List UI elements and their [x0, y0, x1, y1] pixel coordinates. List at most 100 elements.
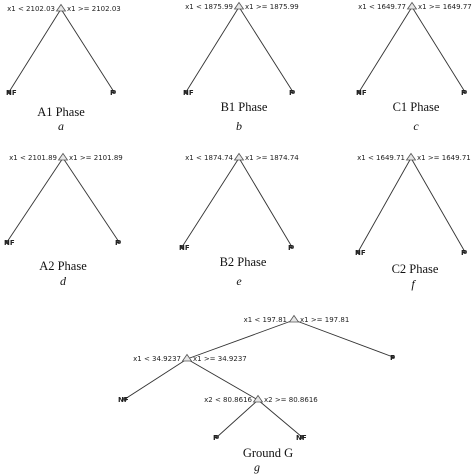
panel-caption: A2 Phase: [39, 259, 87, 273]
leaf-label-left: NF: [183, 89, 194, 97]
leaf-label-right: F: [288, 244, 293, 252]
tree-edge: [358, 6, 413, 93]
split-node-marker: [233, 152, 245, 161]
tree-edge: [8, 8, 62, 93]
split-node-marker: [406, 1, 418, 10]
leaf-label-left: NF: [356, 89, 367, 97]
tree-edge: [216, 399, 259, 438]
leaf-node-marker: [291, 90, 295, 94]
split-label-left: x1 < 2102.03: [7, 5, 55, 13]
panel-c: x1 < 1649.77 x1 >= 1649.77 NF F C1 Phase…: [356, 1, 472, 133]
split-node-marker: [288, 314, 300, 323]
split-label-right: x1 >= 1649.77: [418, 3, 472, 11]
tree-edge: [186, 358, 259, 401]
split-label-left: x1 < 1875.99: [185, 3, 233, 11]
leaf-label-root-right: F: [390, 354, 395, 362]
panel-letter: f: [411, 277, 416, 291]
tree-edge: [293, 319, 394, 358]
tree-edge: [186, 319, 295, 360]
leaf-node-marker: [356, 250, 360, 254]
leaf-label-left: NF: [179, 244, 190, 252]
leaf-label-bottom-left: F: [213, 434, 218, 442]
split-label-left: x1 < 1649.71: [357, 154, 405, 162]
split-node-marker: [405, 152, 417, 161]
panel-letter: e: [236, 274, 242, 288]
tree-edge: [410, 157, 466, 253]
leaf-node-marker: [463, 90, 467, 94]
panel-a: x1 < 2102.03 x1 >= 2102.03 NF F A1 Phase…: [6, 3, 121, 133]
split-label-left: x1 < 2101.89: [9, 154, 57, 162]
split-label-right: x1 >= 2102.03: [67, 5, 121, 13]
leaf-node-marker: [117, 240, 121, 244]
panel-caption: B1 Phase: [221, 100, 268, 114]
leaf-node-marker: [290, 245, 294, 249]
tree-edge: [185, 6, 240, 93]
leaf-label-middle-left: NF: [118, 396, 129, 404]
split-node-marker: [181, 353, 193, 362]
leaf-node-marker: [463, 250, 467, 254]
leaf-node-marker: [184, 90, 188, 94]
leaf-node-marker: [215, 435, 219, 439]
leaf-label-right: F: [110, 89, 115, 97]
tree-edge: [62, 157, 120, 243]
leaf-node-marker: [180, 245, 184, 249]
panel-letter: c: [413, 119, 419, 133]
split-node-marker: [55, 3, 67, 12]
split-label-right: x2 >= 80.8616: [264, 396, 318, 404]
panel-letter: a: [58, 119, 64, 133]
panel-caption: B2 Phase: [220, 255, 267, 269]
split-label-right: x1 >= 197.81: [300, 316, 349, 324]
tree-edge: [357, 157, 412, 253]
panel-letter: b: [236, 119, 242, 133]
panel-caption: A1 Phase: [37, 105, 85, 119]
leaf-label-right: F: [115, 239, 120, 247]
tree-edge: [238, 6, 294, 93]
split-node-marker: [233, 1, 245, 10]
split-label-left: x1 < 34.9237: [133, 355, 181, 363]
leaf-node-marker: [7, 90, 11, 94]
split-label-right: x1 >= 1874.74: [245, 154, 299, 162]
panel-caption: C2 Phase: [392, 262, 439, 276]
panel-g: x1 < 197.81 x1 >= 197.81 x1 < 34.9237 x1…: [118, 314, 395, 474]
leaf-label-right: F: [461, 89, 466, 97]
tree-edge: [60, 8, 115, 93]
split-label-left: x1 < 1649.77: [358, 3, 406, 11]
leaf-label-right: F: [461, 249, 466, 257]
leaf-label-bottom-right: NF: [296, 434, 307, 442]
tree-edge: [124, 358, 188, 400]
leaf-label-left: NF: [6, 89, 17, 97]
panel-letter: d: [60, 274, 67, 288]
leaf-node-marker: [123, 397, 127, 401]
split-label-left: x1 < 1874.74: [185, 154, 233, 162]
tree-edge: [238, 157, 293, 248]
leaf-node-marker: [357, 90, 361, 94]
panel-f: x1 < 1649.71 x1 >= 1649.71 NF F C2 Phase…: [355, 152, 471, 291]
split-label-right: x1 >= 1649.71: [417, 154, 471, 162]
panel-caption: Ground G: [243, 446, 293, 460]
split-node-marker: [252, 394, 264, 403]
leaf-label-left: NF: [4, 239, 15, 247]
panel-e: x1 < 1874.74 x1 >= 1874.74 NF F B2 Phase…: [179, 152, 299, 288]
panel-letter: g: [254, 460, 260, 474]
split-label-left: x2 < 80.8616: [204, 396, 252, 404]
leaf-node-marker: [112, 90, 116, 94]
leaf-label-right: F: [289, 89, 294, 97]
tree-edge: [6, 157, 64, 243]
split-label-left: x1 < 197.81: [244, 316, 287, 324]
panel-b: x1 < 1875.99 x1 >= 1875.99 NF F B1 Phase…: [183, 1, 299, 133]
tree-edge: [181, 157, 240, 248]
tree-edge: [411, 6, 466, 93]
leaf-node-marker: [5, 240, 9, 244]
split-label-right: x1 >= 1875.99: [245, 3, 299, 11]
leaf-node-marker: [300, 435, 304, 439]
split-node-marker: [57, 152, 69, 161]
split-label-right: x1 >= 34.9237: [193, 355, 247, 363]
split-label-right: x1 >= 2101.89: [69, 154, 123, 162]
panel-caption: C1 Phase: [393, 100, 440, 114]
panel-d: x1 < 2101.89 x1 >= 2101.89 NF F A2 Phase…: [4, 152, 123, 288]
leaf-node-marker: [391, 355, 395, 359]
tree-edge: [257, 399, 303, 438]
leaf-label-left: NF: [355, 249, 366, 257]
